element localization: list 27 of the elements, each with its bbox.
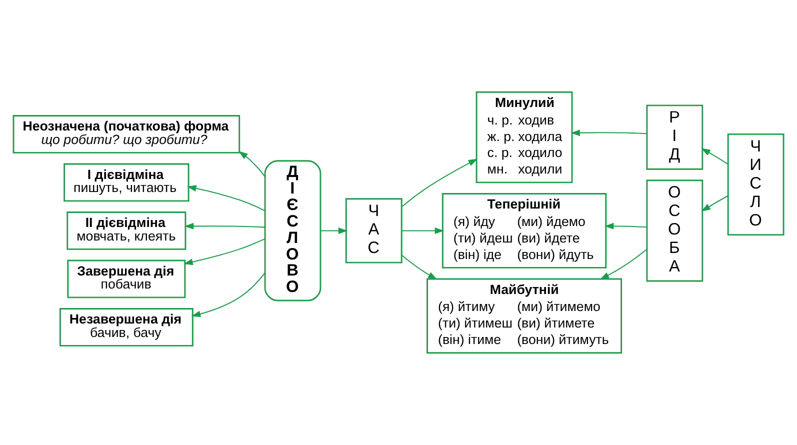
arrow [238, 151, 266, 177]
node-box: ІІ дієвідміна мовчать, клеять [66, 212, 186, 250]
arrow [184, 238, 265, 266]
node-box: Завершена дія побачив [67, 260, 186, 298]
arrow [191, 272, 266, 318]
node-box: ЧАС [345, 198, 402, 264]
node-box: ДІЄСЛОВО [264, 160, 322, 302]
arrow [402, 227, 444, 234]
node-box: І дієвідміна пишуть, читають [64, 163, 190, 202]
node-box: Минулий ч. р. ходив ж. р. ходила с. р. ходило мн. ходили [476, 91, 573, 184]
node-box: ЧИСЛО [727, 133, 784, 236]
arrow [401, 254, 438, 280]
node-box: Незавершена дія бачив, бачу [59, 308, 194, 346]
arrow [184, 222, 265, 230]
node-box: РІД [646, 104, 704, 170]
arrow [701, 148, 728, 165]
node-box: Теперішній (я) йду (ми) йдемо (ти) йдеш (ви) йдете (він) іде (вони) йдуть [442, 193, 607, 268]
arrow [320, 227, 348, 234]
node-box: Майбутній (я) йтиму (ми) йтимемо (ти) йтимеш (ви) йтимете (він) ітиме (вони) йтимуть [426, 278, 622, 354]
arrow [401, 158, 478, 208]
node-box: Неозначена (початкова) форма що робити? що зробити? [12, 115, 240, 154]
arrow [187, 185, 265, 212]
node-box: ОСОБА [646, 180, 704, 282]
arrow [604, 222, 647, 230]
arrow [570, 130, 647, 136]
arrow [600, 248, 648, 280]
arrow [701, 195, 728, 212]
